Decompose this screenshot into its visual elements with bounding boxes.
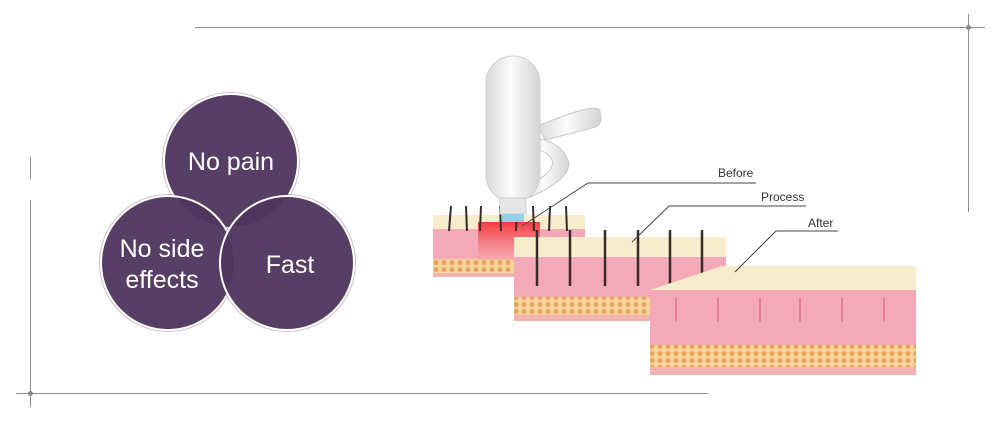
benefit-label-no-side-effects: No side effects bbox=[100, 234, 224, 296]
benefit-label-no-side-line1: No side bbox=[119, 235, 205, 263]
top-frame-tick bbox=[968, 14, 969, 40]
bottom-frame-line bbox=[16, 393, 708, 394]
right-frame-line bbox=[968, 40, 969, 212]
stage-label-after: After bbox=[808, 216, 834, 230]
stage-label-before: Before bbox=[718, 166, 754, 180]
bottom-frame-tick bbox=[30, 381, 31, 407]
benefit-label-no-side-line2: effects bbox=[125, 266, 199, 294]
laser-handpiece-device bbox=[485, 55, 602, 222]
benefit-label-fast: Fast bbox=[265, 251, 315, 279]
left-frame-tick bbox=[30, 157, 31, 179]
skin-block-process bbox=[514, 230, 726, 321]
left-frame-line bbox=[30, 200, 31, 385]
benefit-label-no-pain: No pain bbox=[187, 148, 275, 176]
stage-label-process: Process bbox=[761, 190, 805, 204]
benefit-circle-right bbox=[219, 195, 355, 331]
benefit-circle-left bbox=[100, 195, 236, 331]
skin-block-after bbox=[650, 266, 916, 375]
top-frame-line bbox=[195, 27, 985, 28]
